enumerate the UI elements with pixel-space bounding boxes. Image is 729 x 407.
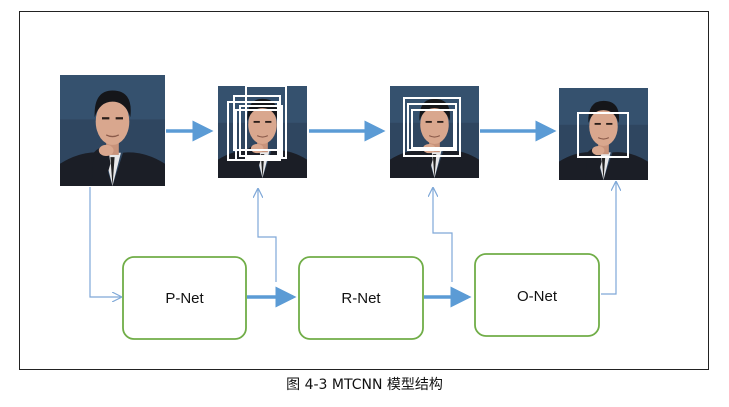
node-onet: O-Net — [474, 253, 600, 337]
line-pnet-to-pnet-output — [258, 189, 277, 282]
figure-caption: 图 4-3 MTCNN 模型结构 — [286, 377, 443, 393]
bbox-5 — [235, 109, 281, 161]
node-rnet: R-Net — [298, 256, 424, 340]
bbox-3 — [411, 109, 455, 149]
bbox-2 — [407, 103, 457, 151]
line-input-to-pnet — [89, 187, 121, 297]
bbox-1 — [577, 112, 629, 158]
node-pnet-label: P-Net — [165, 290, 204, 307]
input-image — [60, 75, 165, 186]
onet-output-image — [559, 88, 648, 180]
node-onet-label: O-Net — [517, 288, 558, 305]
line-onet-to-onet-output — [601, 182, 616, 295]
bbox-3 — [239, 105, 283, 157]
figure-frame — [19, 11, 709, 370]
rnet-output-image — [390, 86, 479, 178]
line-rnet-to-rnet-output — [433, 188, 453, 282]
pnet-output-image — [218, 85, 307, 178]
bbox-4 — [245, 85, 287, 159]
bbox-1 — [403, 97, 461, 157]
node-rnet-label: R-Net — [341, 290, 381, 307]
node-pnet: P-Net — [122, 256, 247, 340]
